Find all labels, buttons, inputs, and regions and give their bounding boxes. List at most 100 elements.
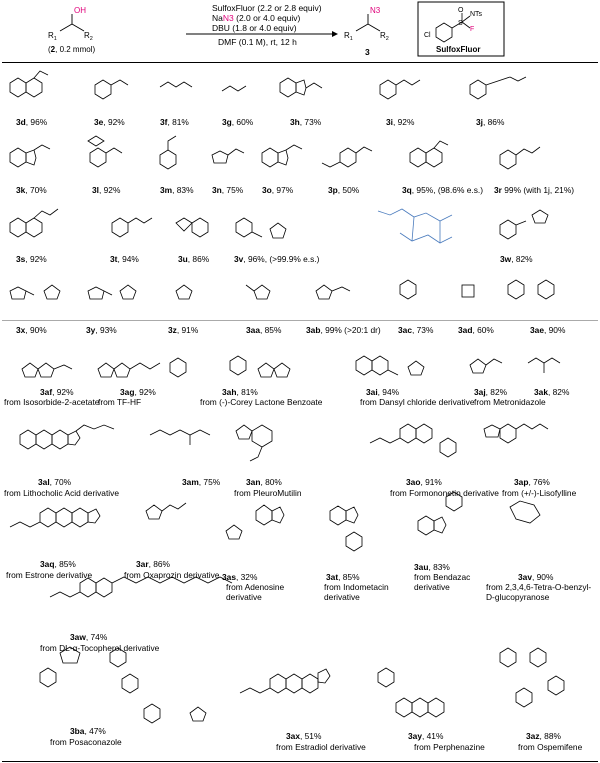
compound-yield: , 70% (49, 477, 72, 487)
caption-3s: 3s, 92% (16, 254, 47, 264)
compound-yield: , 92% (99, 185, 121, 195)
compound-id: 3r (494, 185, 502, 195)
caption-3ap: 3ap, 76% (514, 477, 550, 487)
r1-label: R1 (344, 31, 353, 42)
source-3au: from Bendazac (414, 572, 471, 582)
structure-3an (235, 424, 273, 462)
structure-3aj (469, 358, 503, 374)
compound-id: 3ap (514, 477, 529, 487)
compound-yield: , 41% (421, 731, 444, 741)
caption-3at: 3at, 85% (326, 572, 360, 582)
caption-3ay: 3ay, 41% (408, 731, 443, 741)
compound-id: 3aa (246, 325, 260, 335)
caption-3aq: 3aq, 85% (40, 559, 76, 569)
structure-3au (417, 491, 463, 536)
source2-3as: derivative (226, 592, 262, 602)
compound-yield: , 92% (134, 387, 156, 397)
caption-3h: 3h, 73% (290, 117, 321, 127)
structure-3e (94, 79, 129, 100)
compound-id: 3i (386, 117, 393, 127)
structure-3d (9, 70, 49, 98)
compound-id: 3f (160, 117, 168, 127)
oxygen-label: O (458, 7, 464, 14)
structure-3s (9, 208, 59, 238)
compound-yield: , 94% (377, 387, 400, 397)
compound-yield: , 75% (198, 477, 221, 487)
compound-id: 3af (40, 387, 53, 397)
structure-3j (469, 76, 527, 100)
structure-3o (261, 144, 303, 168)
structure-3p (321, 146, 373, 168)
compound-yield: , 32% (235, 572, 258, 582)
structure-3aw (49, 576, 233, 598)
compound-id: 3aq (40, 559, 55, 569)
compound-yield: , 47% (84, 726, 106, 736)
structure-3z (175, 284, 193, 300)
structure-3ai (355, 355, 425, 376)
source-3aj: from Metronidazole (474, 397, 546, 407)
compound-id: 3ag (120, 387, 135, 397)
compound-id: 3d (16, 117, 26, 127)
caption-3l: 3l, 92% (92, 185, 120, 195)
divider-top (2, 62, 598, 63)
compound-id: 3ab (306, 325, 321, 335)
r2-label: R2 (84, 31, 93, 42)
structure-3m (159, 135, 177, 170)
source-3at: from Indometacin (324, 582, 389, 592)
compound-id: 3y (86, 325, 96, 335)
caption-3ad: 3ad, 60% (458, 325, 494, 335)
structure-3af (21, 362, 73, 378)
source-3ar: from Oxaprozin derivative (124, 570, 220, 580)
compound-yield: , 81% (236, 387, 258, 397)
compound-yield: , 85% (338, 572, 360, 582)
caption-3i: 3i, 92% (386, 117, 414, 127)
caption-3u: 3u, 86% (178, 254, 209, 264)
reagent-line-1: SulfoxFluor (2.2 or 2.8 equiv) (212, 3, 322, 13)
nts-label: NTs (470, 11, 483, 18)
compound-id: 3o (262, 185, 272, 195)
caption-3n: 3n, 75% (212, 185, 243, 195)
source-3av: from 2,3,4,6-Tetra-O-benzyl- (486, 582, 592, 592)
compound-id: 3ar (136, 559, 149, 569)
sulfur-label: S (458, 20, 463, 27)
source-3as: from Adenosine (226, 582, 285, 592)
caption-3af: 3af, 92% (40, 387, 74, 397)
compound-id: 3ak (534, 387, 548, 397)
caption-3aa: 3aa, 85% (246, 325, 281, 335)
caption-3au: 3au, 83% (414, 562, 450, 572)
compound-id: 3z (168, 325, 177, 335)
compound-id: 3n (212, 185, 222, 195)
caption-3ah: 3ah, 81% (222, 387, 258, 397)
product-label: 3 (365, 47, 370, 57)
compound-id: 3ao (406, 477, 421, 487)
structure-3w (499, 209, 549, 240)
compound-yield: , 92% (393, 117, 415, 127)
compound-yield: , 91% (420, 477, 442, 487)
structure-3ba (39, 646, 207, 724)
caption-3o: 3o, 97% (262, 185, 293, 195)
compound-id: 3t (110, 254, 118, 264)
structure-3aq (9, 507, 101, 528)
compound-yield: , 96%, (>99.9% e.s.) (243, 254, 320, 264)
compound-yield: 99% (with 1j, 21%) (501, 185, 575, 195)
structure-3at (329, 505, 363, 552)
compound-id: 3e (94, 117, 104, 127)
compound-id: 3q (402, 185, 412, 195)
caption-3w: 3w, 82% (500, 254, 533, 264)
compound-yield: , 92% (52, 387, 74, 397)
compound-id: 3x (16, 325, 26, 335)
compound-id: 3g (222, 117, 232, 127)
compound-id: 3as (222, 572, 236, 582)
reagent-line-2: NaN3 (2.0 or 4.0 equiv) (212, 13, 301, 23)
caption-3al: 3al, 70% (38, 477, 71, 487)
source-3an: from PleuroMutilin (234, 488, 302, 498)
compound-id: 3ad (458, 325, 473, 335)
caption-3an: 3an, 80% (246, 477, 282, 487)
compound-yield: , 93% (95, 325, 117, 335)
compound-id: 3p (328, 185, 338, 195)
structure-3ac (399, 279, 417, 300)
arrow-head (332, 31, 338, 37)
compound-id: 3k (16, 185, 26, 195)
structure-3ae (507, 279, 555, 300)
source-3ah: from (-)-Corey Lactone Benzoate (200, 397, 323, 407)
